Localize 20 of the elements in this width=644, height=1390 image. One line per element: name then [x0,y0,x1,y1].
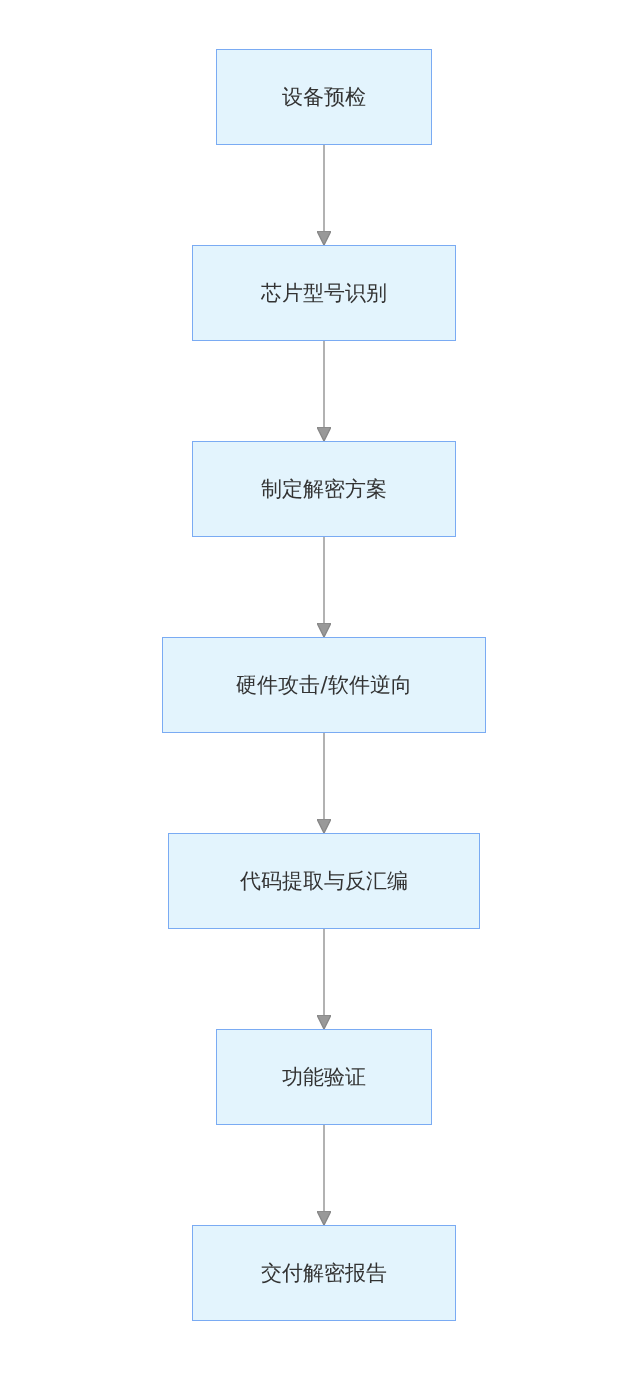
box-label: 芯片型号识别 [261,280,387,307]
arrow [316,1124,332,1226]
box-label: 硬件攻击/软件逆向 [236,672,412,699]
box-label: 代码提取与反汇编 [240,868,408,895]
process-box [162,637,486,733]
arrow [316,732,332,834]
process-box [192,441,456,537]
process-box [192,245,456,341]
arrow [316,928,332,1030]
process-box [168,833,480,929]
arrow [316,340,332,442]
box-label: 设备预检 [282,84,366,111]
process-box [192,1225,456,1321]
process-box [216,49,432,145]
box-label: 制定解密方案 [261,476,387,503]
box-label: 交付解密报告 [261,1260,387,1287]
box-label: 功能验证 [282,1064,366,1091]
arrow [316,144,332,246]
process-box [216,1029,432,1125]
arrow [316,536,332,638]
